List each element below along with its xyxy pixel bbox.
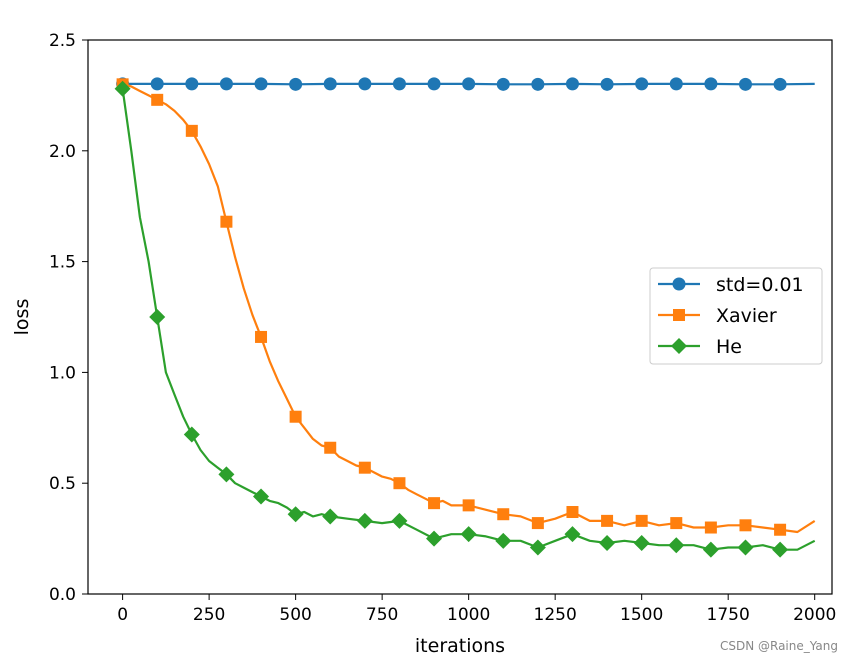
data-point [531, 77, 545, 91]
data-point [358, 461, 371, 474]
data-point [564, 526, 581, 543]
data-point [566, 506, 579, 519]
data-point [150, 77, 164, 91]
data-point [565, 77, 579, 91]
data-point [324, 441, 337, 454]
data-point [428, 497, 441, 510]
x-tick-label: 1500 [620, 605, 663, 625]
data-point [393, 477, 406, 490]
data-point [358, 77, 372, 91]
data-point [426, 530, 443, 547]
y-tick-label: 0.5 [49, 474, 76, 494]
x-tick-label: 250 [193, 605, 225, 625]
data-point [669, 77, 683, 91]
data-point [287, 506, 304, 523]
data-point [668, 537, 685, 554]
data-point [496, 77, 510, 91]
y-tick-label: 0.0 [49, 585, 76, 605]
data-point [739, 519, 752, 532]
x-tick-label: 1250 [534, 605, 577, 625]
data-point [772, 541, 789, 558]
data-point [600, 77, 614, 91]
data-point [255, 330, 268, 343]
data-point [391, 512, 408, 529]
data-point [633, 535, 650, 552]
data-point [635, 77, 649, 91]
legend-box [649, 267, 823, 365]
data-point [183, 426, 200, 443]
data-point [462, 77, 476, 91]
watermark-text: CSDN @Raine_Yang [720, 639, 838, 653]
legend-entry: Xavier [658, 305, 777, 327]
series-1 [116, 78, 816, 536]
data-point [289, 77, 303, 91]
series-0 [116, 77, 815, 91]
y-axis: 0.0 0.5 1.0 1.5 2.0 2.5 [49, 31, 88, 605]
data-point [599, 535, 616, 552]
data-point [462, 499, 475, 512]
y-axis-label: loss [11, 299, 33, 336]
data-point [185, 124, 198, 137]
plot-frame [87, 39, 833, 595]
data-point [702, 541, 719, 558]
y-tick-label: 1.5 [49, 253, 76, 273]
x-tick-label: 500 [279, 605, 311, 625]
legend-marker [673, 309, 685, 321]
data-point [529, 539, 546, 556]
plot-marks [114, 77, 816, 558]
data-point [427, 77, 441, 91]
data-point [737, 539, 754, 556]
x-tick-label: 1750 [707, 605, 750, 625]
data-point [670, 517, 683, 530]
x-axis: 0 250 500 750 1000 1250 1500 1750 2000 [117, 594, 836, 625]
x-tick-label: 1000 [447, 605, 490, 625]
data-point [323, 77, 337, 91]
data-point [460, 526, 477, 543]
data-point [704, 77, 718, 91]
y-tick-label: 2.5 [49, 31, 76, 51]
data-point [774, 523, 787, 536]
x-tick-label: 750 [366, 605, 398, 625]
legend-label: He [716, 336, 742, 358]
data-point [704, 521, 717, 534]
x-tick-label: 0 [117, 605, 128, 625]
data-point [392, 77, 406, 91]
data-point [289, 410, 302, 423]
legend-marker [671, 338, 687, 354]
legend-entry: He [658, 336, 742, 358]
legend-entry: std=0.01 [658, 274, 804, 296]
data-point [531, 517, 544, 530]
data-point [497, 508, 510, 521]
data-point [738, 77, 752, 91]
data-point [322, 508, 339, 525]
data-point [114, 80, 131, 97]
data-point [254, 77, 268, 91]
data-point [220, 215, 233, 228]
data-point [773, 77, 787, 91]
data-point [253, 488, 270, 505]
data-point [219, 77, 233, 91]
data-point [218, 466, 235, 483]
x-tick-label: 2000 [793, 605, 836, 625]
y-tick-label: 1.0 [49, 363, 76, 383]
legend-label: Xavier [716, 305, 777, 327]
data-point [601, 514, 614, 527]
data-point [635, 514, 648, 527]
data-point [185, 77, 199, 91]
legend-marker [672, 277, 686, 291]
legend-label: std=0.01 [716, 274, 804, 296]
y-tick-label: 2.0 [49, 142, 76, 162]
data-point [149, 309, 166, 325]
x-axis-label: iterations [415, 635, 505, 657]
data-point [495, 532, 512, 549]
series-2 [114, 80, 816, 558]
data-point [151, 93, 164, 106]
data-point [356, 512, 373, 529]
